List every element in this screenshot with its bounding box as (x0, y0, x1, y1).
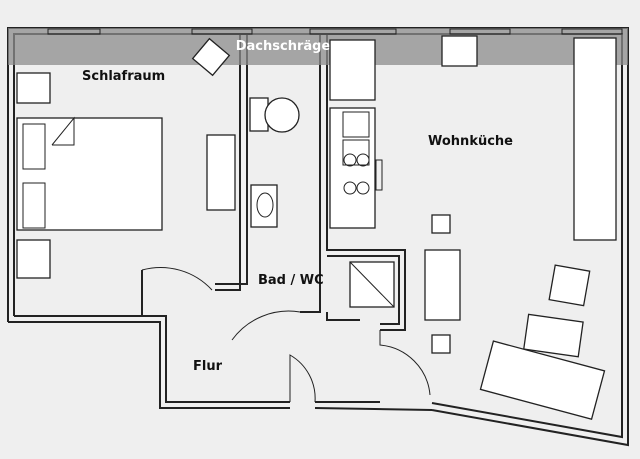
bedroom-furniture (16, 37, 236, 279)
sideboard (573, 37, 617, 241)
roof-slope-label: Dachschräge (236, 39, 331, 54)
chair (191, 37, 231, 77)
room-label-bathroom: Bad / WC (258, 273, 324, 288)
wardrobe (206, 134, 236, 211)
doors (141, 267, 431, 403)
sofa (479, 340, 606, 420)
armchair (548, 264, 591, 307)
bathroom-fixtures (249, 97, 395, 308)
kitchen-fixtures (329, 35, 617, 420)
room-label-kitchen: Wohnküche (428, 134, 513, 149)
room-label-hallway: Flur (193, 359, 223, 374)
interior-walls (141, 34, 406, 331)
nightstand (16, 239, 51, 279)
dining-table (424, 249, 461, 321)
windows (47, 28, 623, 35)
chair (431, 214, 451, 234)
nightstand (16, 72, 51, 104)
bed (16, 117, 163, 231)
coffee-table (523, 313, 584, 358)
sink (250, 184, 278, 228)
room-label-bedroom: Schlafraum (82, 69, 165, 84)
chair (431, 334, 451, 354)
counter (329, 107, 376, 229)
